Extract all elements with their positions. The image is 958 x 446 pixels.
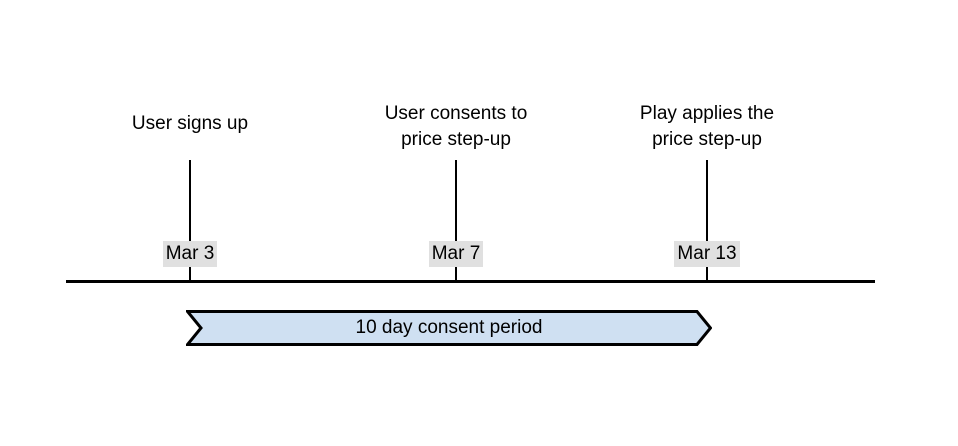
event-date-chip-wrap: Mar 13: [557, 241, 857, 267]
event-title: User signs up: [131, 113, 249, 134]
event-tick-icon: [455, 160, 457, 282]
event-date-label: Mar 13: [674, 241, 740, 267]
event-title: User consents to price step-up: [384, 103, 528, 150]
timeline-axis: [66, 280, 875, 283]
consent-period-banner: [186, 310, 712, 346]
event-date-label: Mar 7: [428, 241, 484, 267]
banner-arrow-shape: [186, 310, 712, 346]
event-title: Play applies the price step-up: [639, 103, 775, 150]
event-date-chip-wrap: Mar 7: [306, 241, 606, 267]
event-date-chip-wrap: Mar 3: [40, 241, 340, 267]
event-tick-icon: [706, 160, 708, 282]
event-tick-icon: [189, 160, 191, 282]
event-date-label: Mar 3: [162, 241, 218, 267]
